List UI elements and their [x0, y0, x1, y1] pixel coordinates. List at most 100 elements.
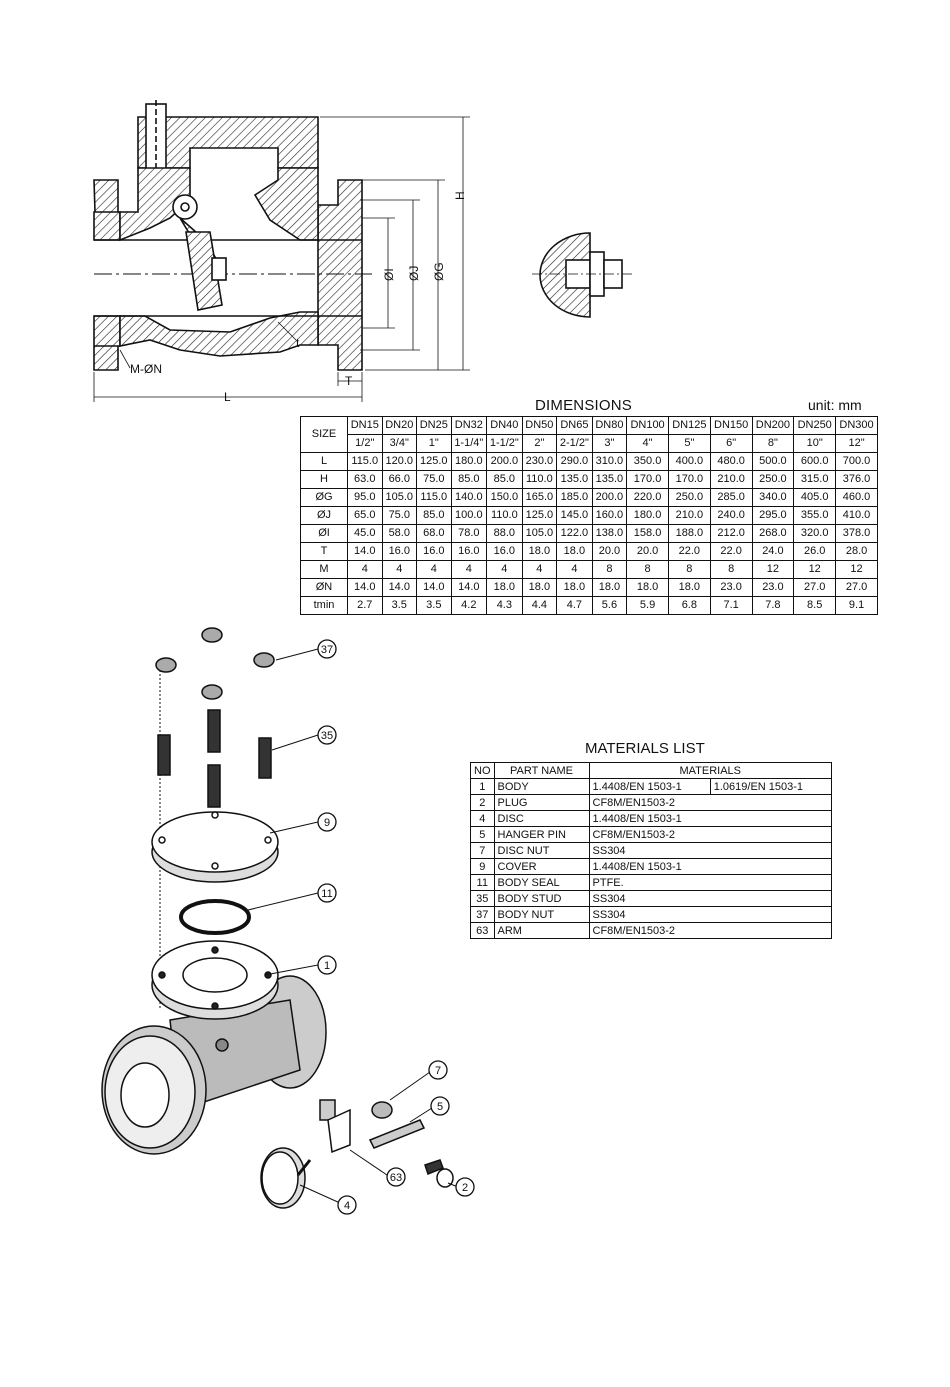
value-cell: 65.0 [347, 506, 383, 525]
row-label: ØG [300, 488, 348, 507]
value-cell: 5.9 [626, 596, 669, 615]
row-label: ØN [300, 578, 348, 597]
row-label: M [300, 560, 348, 579]
value-cell: 14.0 [347, 578, 383, 597]
value-cell: 23.0 [751, 578, 795, 597]
part-no: 11 [470, 874, 495, 891]
value-cell: 400.0 [667, 452, 711, 471]
value-cell: 170.0 [667, 470, 711, 489]
material-1: CF8M/EN1503-2 [588, 922, 833, 939]
value-cell: 85.0 [416, 506, 452, 525]
row-label: T [300, 542, 348, 561]
arm-part [319, 1099, 351, 1154]
value-cell: 460.0 [835, 488, 878, 507]
value-cell: 18.0 [626, 578, 669, 597]
inch-cell: 12" [835, 434, 878, 453]
inch-cell: 5" [667, 434, 711, 453]
value-cell: 376.0 [835, 470, 878, 489]
label-t: t [296, 336, 300, 350]
material-1: SS304 [588, 890, 833, 907]
value-cell: 378.0 [835, 524, 878, 543]
value-cell: 85.0 [486, 470, 523, 489]
value-cell: 600.0 [793, 452, 837, 471]
balloon-circle [455, 1177, 475, 1197]
dimensions-title: DIMENSIONS [535, 397, 633, 414]
label-L: L [224, 390, 231, 404]
inch-cell: 1/2" [347, 434, 383, 453]
inch-cell: 3/4" [381, 434, 418, 453]
value-cell: 3.5 [416, 596, 452, 615]
label-T: T [345, 374, 353, 388]
value-cell: 268.0 [751, 524, 795, 543]
inch-cell: 2" [521, 434, 558, 453]
inch-cell: 6" [709, 434, 753, 453]
balloon-circle [386, 1167, 406, 1187]
value-cell: 68.0 [416, 524, 452, 543]
dimensions-unit: unit: mm [808, 397, 862, 413]
value-cell: 200.0 [591, 488, 628, 507]
value-cell: 135.0 [591, 470, 628, 489]
value-cell: 4.4 [521, 596, 558, 615]
value-cell: 115.0 [416, 488, 452, 507]
value-cell: 315.0 [793, 470, 837, 489]
value-cell: 8 [626, 560, 669, 579]
value-cell: 4.2 [450, 596, 488, 615]
material-1: 1.4408/EN 1503-1 [588, 858, 833, 875]
part-name: DISC [493, 810, 590, 827]
value-cell: 210.0 [667, 506, 711, 525]
value-cell: 220.0 [626, 488, 669, 507]
materials-header-row: NO PART NAME MATERIALS [470, 762, 833, 779]
value-cell: 105.0 [521, 524, 558, 543]
dn-cell: DN15 [347, 416, 383, 435]
part-no: 37 [470, 906, 495, 923]
value-cell: 9.1 [835, 596, 878, 615]
value-cell: 105.0 [381, 488, 418, 507]
value-cell: 28.0 [835, 542, 878, 561]
value-cell: 45.0 [347, 524, 383, 543]
part-no: 4 [470, 810, 495, 827]
value-cell: 26.0 [793, 542, 837, 561]
inch-cell: 10" [793, 434, 837, 453]
inch-row: 1/2"3/4"1"1-1/4"1-1/2"2"2-1/2"3"4"5"6"8"… [301, 434, 878, 453]
value-cell: 140.0 [450, 488, 488, 507]
value-cell: 12 [793, 560, 837, 579]
value-cell: 138.0 [591, 524, 628, 543]
value-cell: 125.0 [416, 452, 452, 471]
left-flange [93, 179, 121, 241]
part-no: 63 [470, 922, 495, 939]
value-cell: 160.0 [591, 506, 628, 525]
value-cell: 18.0 [667, 578, 711, 597]
value-cell: 4 [450, 560, 488, 579]
value-cell: 165.0 [521, 488, 558, 507]
detail-view [532, 232, 632, 318]
value-cell: 18.0 [521, 542, 558, 561]
value-cell: 7.8 [751, 596, 795, 615]
part-no: 7 [470, 842, 495, 859]
dn-cell: DN20 [381, 416, 418, 435]
material-1: CF8M/EN1503-2 [588, 826, 833, 843]
part-no: 5 [470, 826, 495, 843]
body-part [101, 940, 327, 1155]
dn-cell: DN125 [667, 416, 711, 435]
balloon-label: 9 [324, 817, 330, 829]
size-label: SIZE [300, 416, 348, 453]
row-label: tmin [300, 596, 348, 615]
balloon-label: 63 [390, 1172, 402, 1184]
balloon-label: 2 [462, 1182, 468, 1194]
body-lower-wall [119, 311, 319, 357]
row-label: ØJ [300, 506, 348, 525]
valve-section-drawing: H ØI ØJ ØG t M-ØN T L [93, 100, 632, 404]
dn-cell: DN65 [556, 416, 593, 435]
value-cell: 20.0 [591, 542, 628, 561]
body-seal-part [179, 899, 251, 935]
part-name: DISC NUT [493, 842, 590, 859]
value-cell: 110.0 [486, 506, 523, 525]
inch-cell: 4" [626, 434, 669, 453]
value-cell: 16.0 [381, 542, 418, 561]
